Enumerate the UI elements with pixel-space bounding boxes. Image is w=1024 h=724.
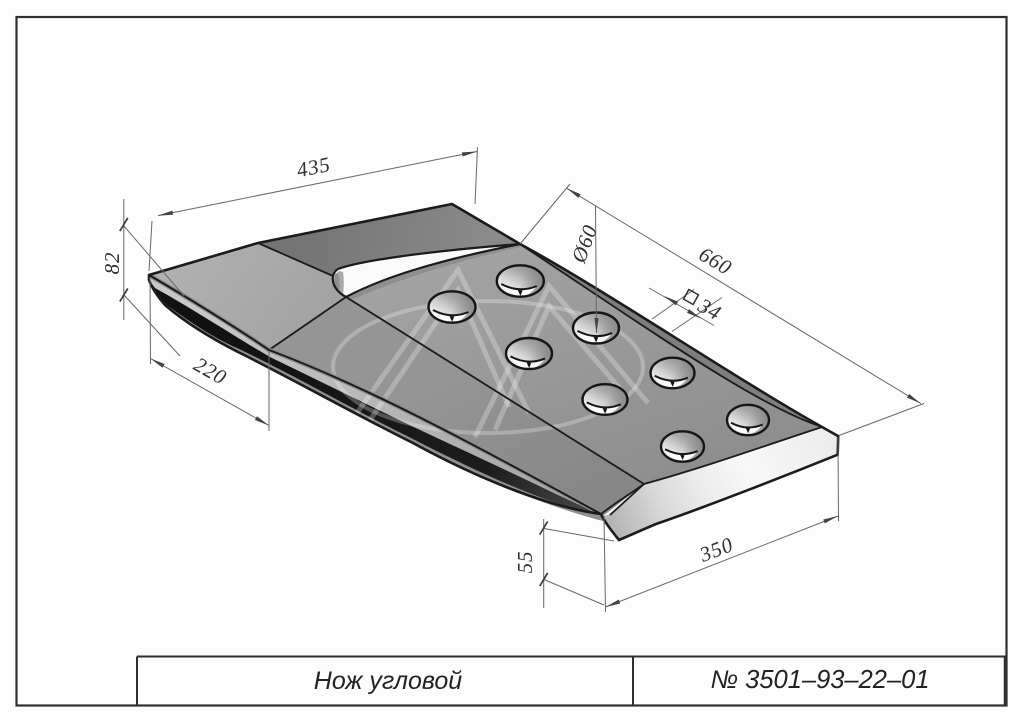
svg-text:Нож угловой: Нож угловой — [314, 667, 463, 695]
svg-text:82: 82 — [100, 252, 124, 275]
svg-text:55: 55 — [513, 551, 537, 574]
svg-text:№ 3501–93–22–01: № 3501–93–22–01 — [710, 666, 929, 694]
